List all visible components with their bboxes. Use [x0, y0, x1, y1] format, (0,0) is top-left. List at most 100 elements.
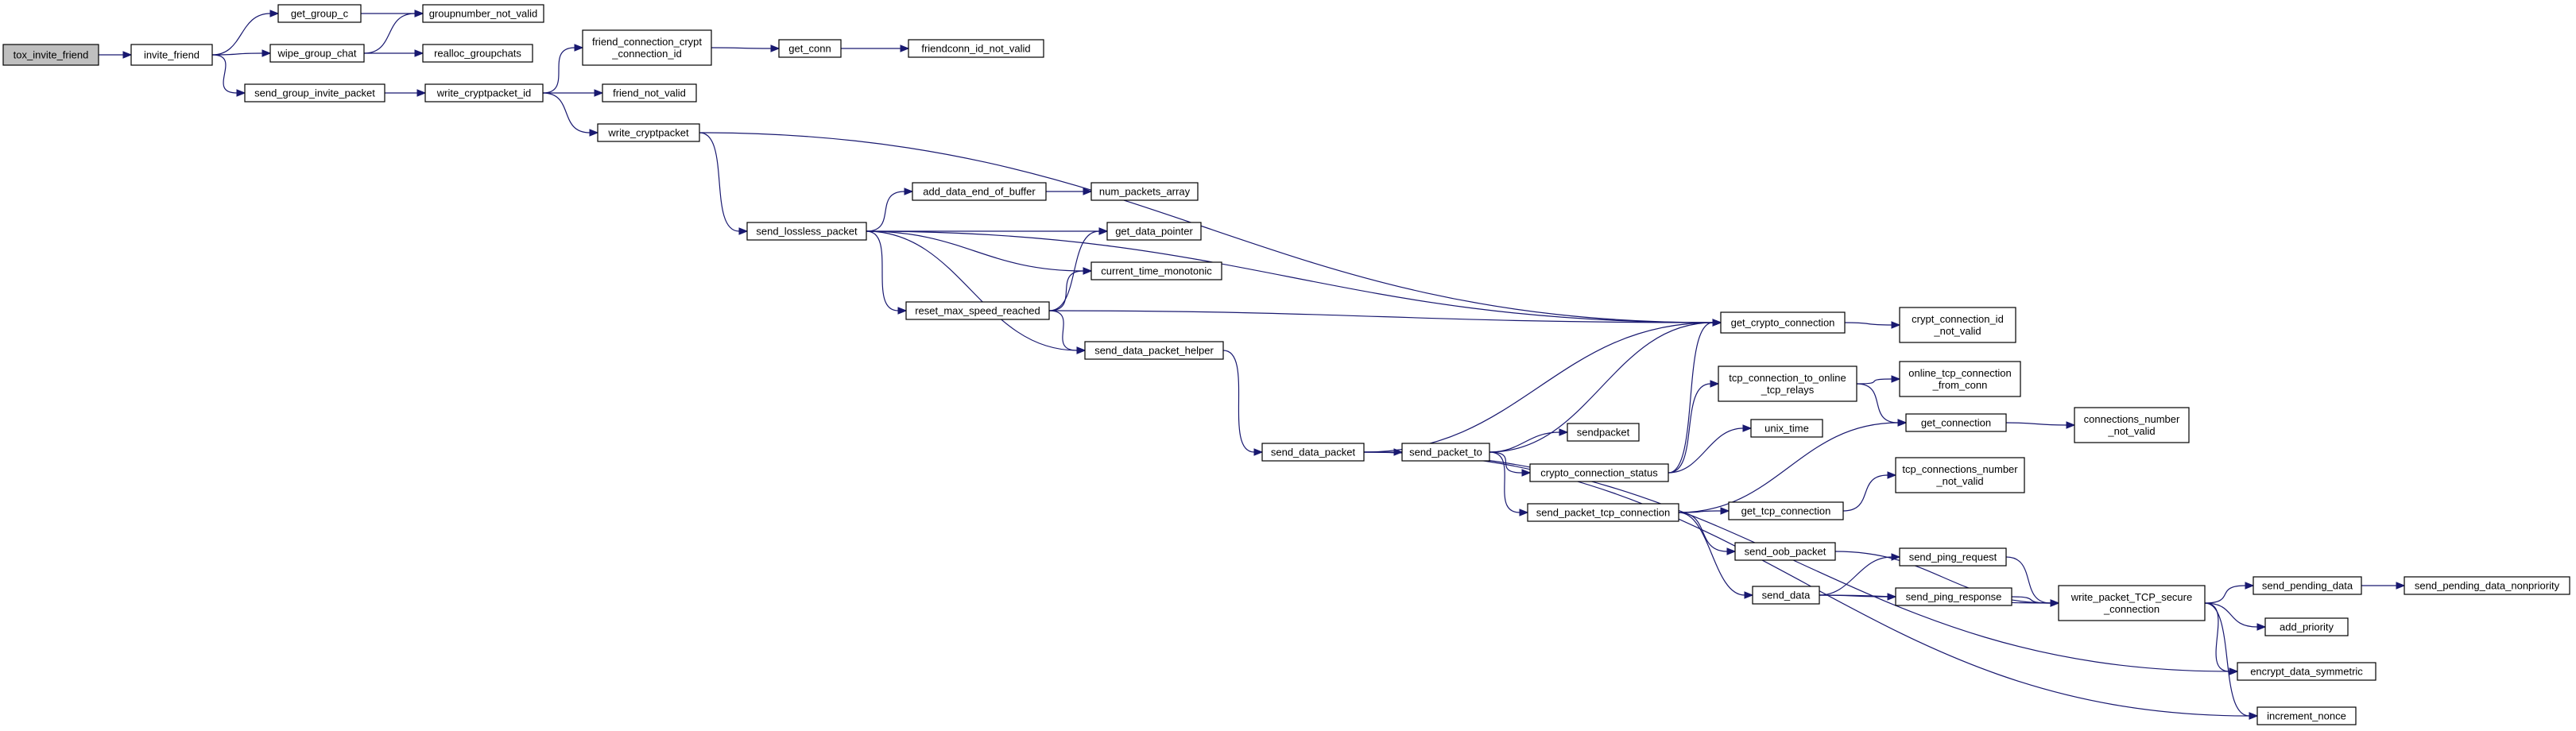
- edge-line: [211, 13, 271, 56]
- node-friendconn-id-not-valid[interactable]: friendconn_id_not_valid: [908, 39, 1044, 58]
- node-box[interactable]: [1752, 586, 1820, 605]
- node-box[interactable]: [1899, 361, 2021, 397]
- node-sendpacket[interactable]: sendpacket: [1567, 423, 1640, 442]
- node-box[interactable]: [1728, 501, 1844, 520]
- node-box[interactable]: [2058, 585, 2206, 621]
- node-connections-number-not-valid[interactable]: connections_number_not_valid: [2074, 407, 2190, 443]
- node-box[interactable]: [1734, 542, 1836, 561]
- node-send-ping-response[interactable]: send_ping_response: [1895, 587, 2012, 606]
- node-box[interactable]: [582, 29, 712, 66]
- node-groupnumber-not-valid[interactable]: groupnumber_not_valid: [422, 4, 544, 23]
- node-box[interactable]: [2253, 576, 2362, 595]
- node-box[interactable]: [422, 44, 533, 63]
- node-box[interactable]: [1567, 423, 1640, 442]
- edge-send-ping-request-to-write-packet-tcp-secure-connection: [2005, 556, 2060, 607]
- edge-invite-friend-to-get-group-c: [211, 10, 280, 56]
- node-write-packet-tcp-secure-connection[interactable]: write_packet_TCP_secure_connection: [2058, 585, 2206, 621]
- node-box[interactable]: [2237, 662, 2377, 681]
- node-get-crypto-connection[interactable]: get_crypto_connection: [1720, 311, 1846, 334]
- node-get-connection[interactable]: get_connection: [1905, 413, 2007, 432]
- node-box[interactable]: [422, 4, 544, 23]
- node-wipe-group-chat[interactable]: wipe_group_chat: [269, 44, 365, 63]
- edge-line: [542, 47, 575, 94]
- node-box[interactable]: [597, 123, 700, 142]
- node-box[interactable]: [1261, 443, 1365, 462]
- node-add-data-end-of-buffer[interactable]: add_data_end_of_buffer: [912, 182, 1047, 201]
- node-box[interactable]: [1905, 413, 2007, 432]
- node-add-priority[interactable]: add_priority: [2264, 617, 2349, 636]
- node-box[interactable]: [2, 44, 99, 66]
- node-box[interactable]: [912, 182, 1047, 201]
- node-realloc-groupchats[interactable]: realloc_groupchats: [422, 44, 533, 63]
- node-friend-not-valid[interactable]: friend_not_valid: [602, 83, 697, 102]
- node-box[interactable]: [1899, 547, 2007, 567]
- node-reset-max-speed-reached[interactable]: reset_max_speed_reached: [905, 301, 1050, 320]
- node-tcp-connection-to-online-tcp-relays[interactable]: tcp_connection_to_online_tcp_relays: [1718, 366, 1857, 402]
- node-box[interactable]: [1895, 587, 2012, 606]
- node-send-data[interactable]: send_data: [1752, 586, 1820, 605]
- node-box[interactable]: [1720, 311, 1846, 334]
- node-box[interactable]: [1106, 222, 1202, 241]
- node-send-pending-data[interactable]: send_pending_data: [2253, 576, 2362, 595]
- node-label: write_packet_TCP_secure: [2070, 591, 2192, 603]
- node-encrypt-data-symmetric[interactable]: encrypt_data_symmetric: [2237, 662, 2377, 681]
- node-get-group-c[interactable]: get_group_c: [277, 4, 362, 23]
- node-get-tcp-connection[interactable]: get_tcp_connection: [1728, 501, 1844, 520]
- node-box[interactable]: [1084, 341, 1224, 360]
- node-get-data-pointer[interactable]: get_data_pointer: [1106, 222, 1202, 241]
- node-box[interactable]: [1899, 307, 2016, 343]
- node-send-packet-tcp-connection[interactable]: send_packet_tcp_connection: [1527, 503, 1679, 522]
- node-box[interactable]: [2256, 706, 2357, 725]
- node-box[interactable]: [1090, 182, 1199, 201]
- node-box[interactable]: [269, 44, 365, 63]
- node-get-conn[interactable]: get_conn: [778, 39, 842, 58]
- node-send-ping-request[interactable]: send_ping_request: [1899, 547, 2007, 567]
- node-num-packets-array[interactable]: num_packets_array: [1090, 182, 1199, 201]
- node-box[interactable]: [602, 83, 697, 102]
- node-send-packet-to[interactable]: send_packet_to: [1401, 443, 1490, 462]
- node-increment-nonce[interactable]: increment_nonce: [2256, 706, 2357, 725]
- node-current-time-monotonic[interactable]: current_time_monotonic: [1090, 261, 1222, 280]
- node-box[interactable]: [2074, 407, 2190, 443]
- node-label: encrypt_data_symmetric: [2250, 666, 2363, 678]
- node-write-cryptpacket[interactable]: write_cryptpacket: [597, 123, 700, 142]
- node-box[interactable]: [1090, 261, 1222, 280]
- node-send-data-packet-helper[interactable]: send_data_packet_helper: [1084, 341, 1224, 360]
- node-box[interactable]: [2264, 617, 2349, 636]
- edge-arrowhead: [122, 51, 133, 59]
- node-box[interactable]: [1527, 503, 1679, 522]
- node-crypto-connection-status[interactable]: crypto_connection_status: [1529, 463, 1669, 482]
- edge-line: [1678, 422, 1899, 513]
- node-tcp-connections-number-not-valid[interactable]: tcp_connections_number_not_valid: [1895, 457, 2025, 493]
- node-send-group-invite-packet[interactable]: send_group_invite_packet: [244, 83, 385, 102]
- node-box[interactable]: [1401, 443, 1490, 462]
- node-box[interactable]: [1718, 366, 1857, 402]
- node-unix-time[interactable]: unix_time: [1750, 419, 1823, 438]
- node-friend-connection-crypt-connection-id[interactable]: friend_connection_crypt_connection_id: [582, 29, 712, 66]
- node-box[interactable]: [130, 44, 213, 66]
- node-box[interactable]: [778, 39, 842, 58]
- node-box[interactable]: [908, 39, 1044, 58]
- node-crypt-connection-id-not-valid[interactable]: crypt_connection_id_not_valid: [1899, 307, 2016, 343]
- node-box[interactable]: [2404, 576, 2570, 595]
- node-label: num_packets_array: [1099, 186, 1191, 198]
- edge-add-data-end-of-buffer-to-num-packets-array: [1046, 188, 1093, 195]
- node-write-cryptpacket-id[interactable]: write_cryptpacket_id: [424, 83, 544, 102]
- node-invite-friend[interactable]: invite_friend: [130, 44, 213, 66]
- node-send-data-packet[interactable]: send_data_packet: [1261, 443, 1365, 462]
- edge-crypto-connection-status-to-get-crypto-connection: [1668, 319, 1722, 474]
- node-box[interactable]: [746, 222, 867, 241]
- node-send-pending-data-nonpriority[interactable]: send_pending_data_nonpriority: [2404, 576, 2570, 595]
- node-box[interactable]: [277, 4, 362, 23]
- node-tox-invite-friend[interactable]: tox_invite_friend: [2, 44, 99, 66]
- node-box[interactable]: [1529, 463, 1669, 482]
- node-box[interactable]: [244, 83, 385, 102]
- node-send-lossless-packet[interactable]: send_lossless_packet: [746, 222, 867, 241]
- node-online-tcp-connection-from-conn[interactable]: online_tcp_connection_from_conn: [1899, 361, 2021, 397]
- node-box[interactable]: [1750, 419, 1823, 438]
- node-box[interactable]: [1895, 457, 2025, 493]
- node-box[interactable]: [424, 83, 544, 102]
- node-box[interactable]: [905, 301, 1050, 320]
- node-send-oob-packet[interactable]: send_oob_packet: [1734, 542, 1836, 561]
- edge-get-connection-to-connections-number-not-valid: [2005, 421, 2076, 429]
